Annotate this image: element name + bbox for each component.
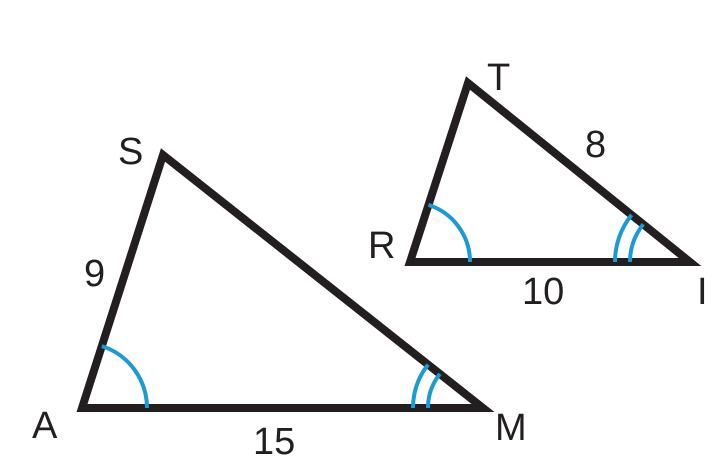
angle-i-mark-outer <box>612 213 634 263</box>
triangle-tri <box>404 76 702 266</box>
vertex-label-i: I <box>697 271 708 313</box>
vertex-label-t: T <box>487 57 510 99</box>
side-label-ti: 8 <box>585 124 606 166</box>
vertex-label-a: A <box>32 405 58 447</box>
angle-m-mark-inner <box>426 372 442 409</box>
side-label-ri: 10 <box>522 271 564 313</box>
angle-i-mark-inner <box>627 223 645 263</box>
vertex-label-s: S <box>118 131 143 173</box>
triangle-sam <box>76 148 495 412</box>
side-label-am: 15 <box>253 421 295 461</box>
angle-m-mark-outer <box>411 363 430 409</box>
side-label-sa: 9 <box>84 253 105 295</box>
vertex-label-r: R <box>368 225 395 267</box>
angle-a-mark <box>101 344 149 409</box>
vertex-label-m: M <box>495 407 527 449</box>
angle-r-mark <box>427 202 472 263</box>
